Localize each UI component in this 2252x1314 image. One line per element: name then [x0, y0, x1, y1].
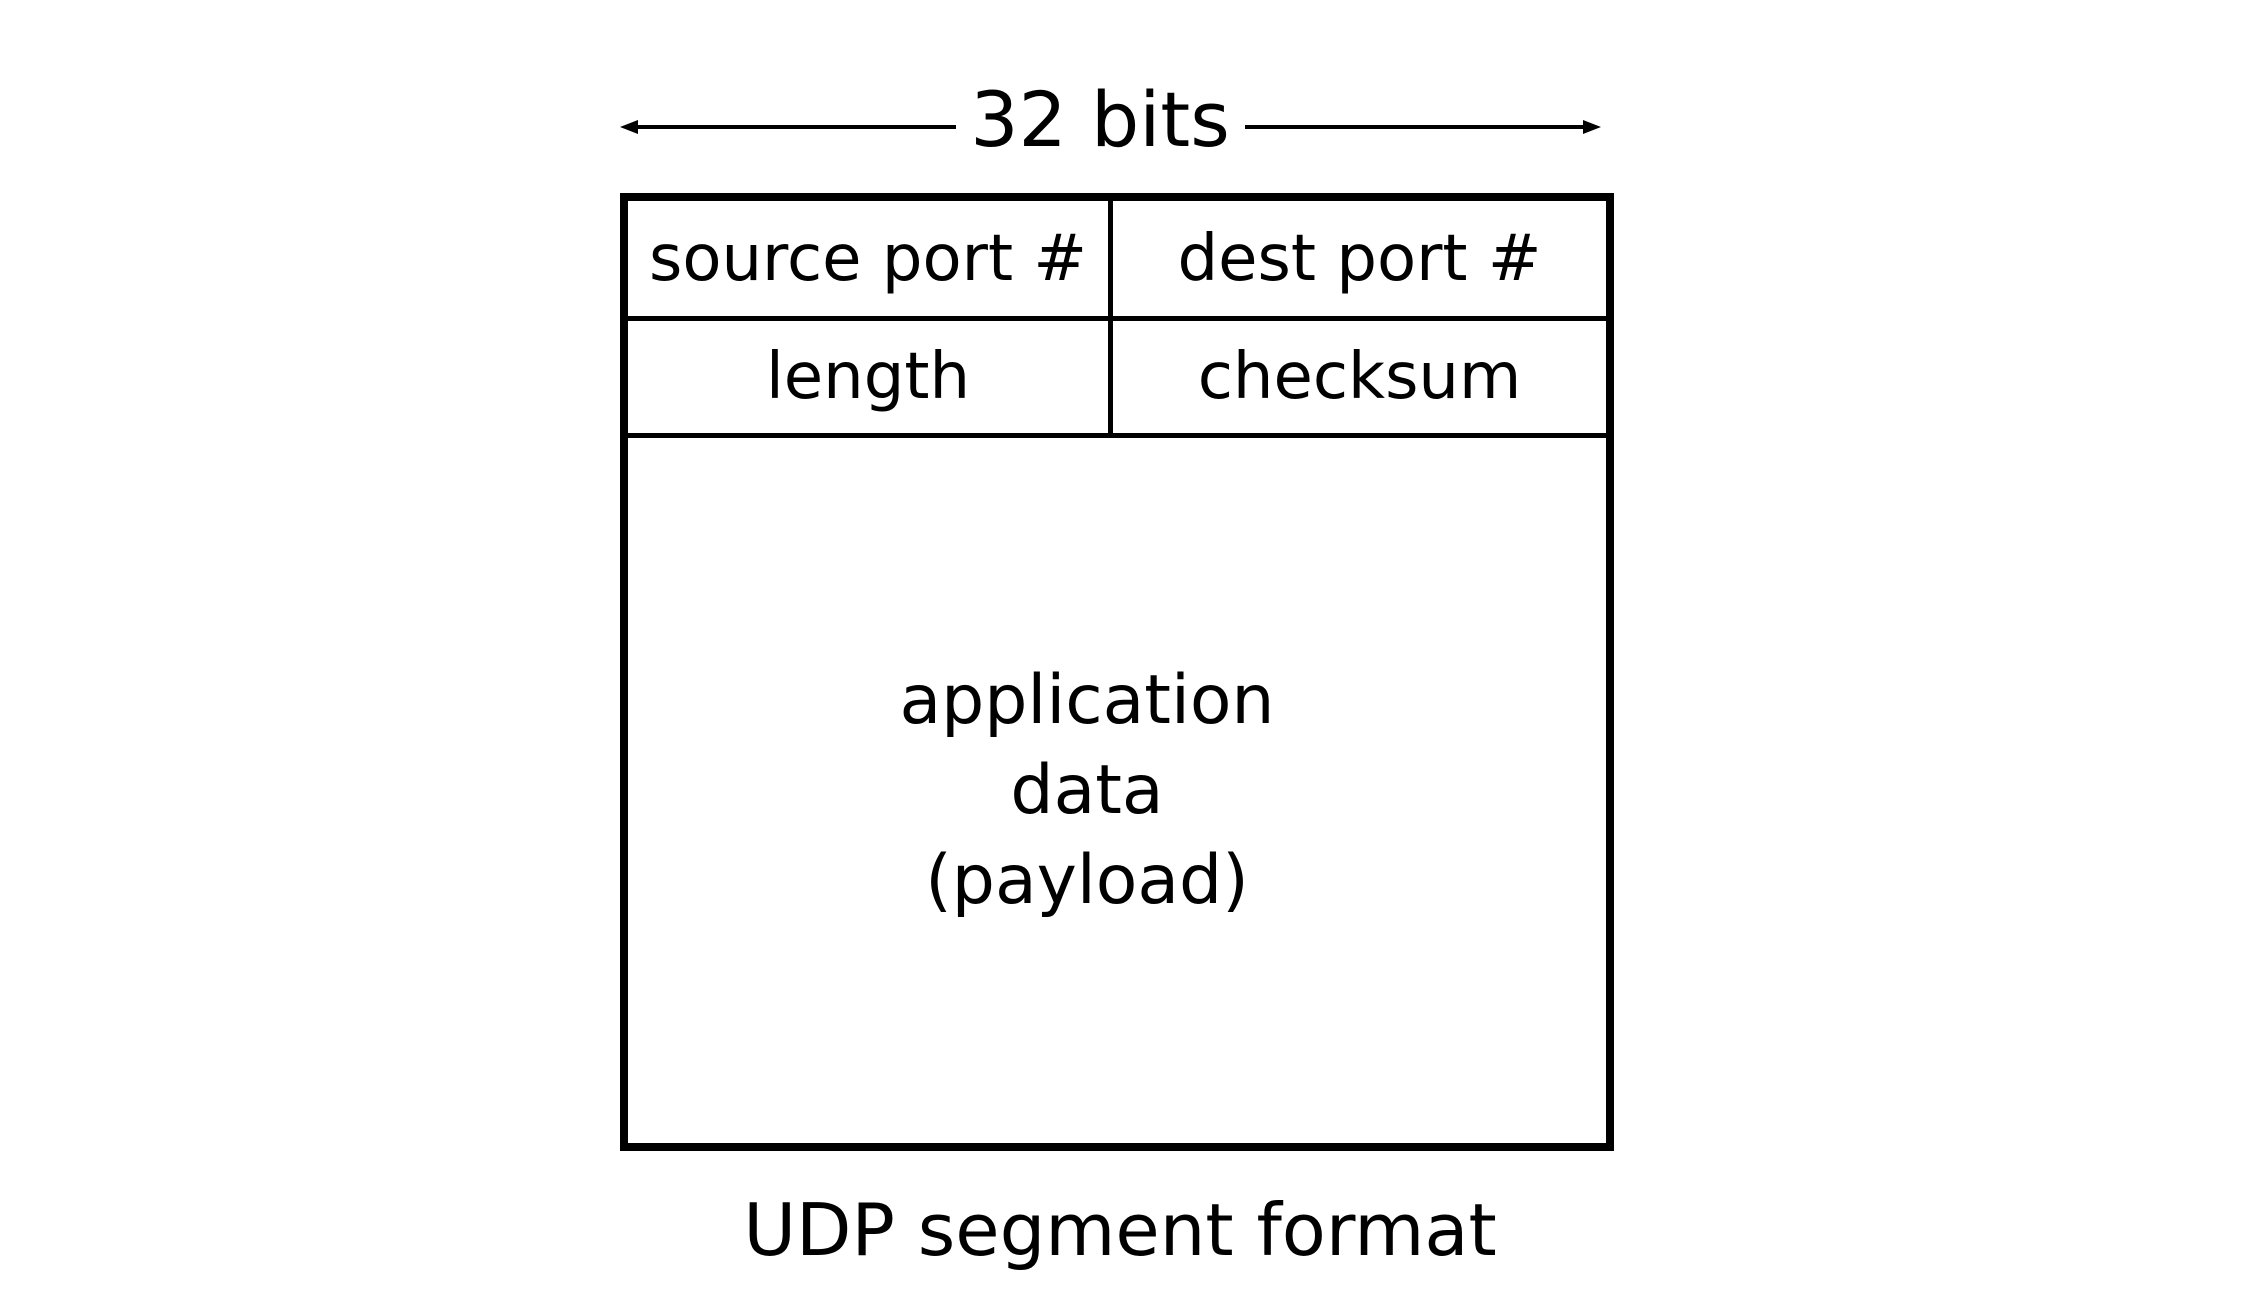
bit-width-label: 32 bits: [970, 75, 1230, 164]
header-row-length-checksum: length checksum: [628, 321, 1606, 438]
payload-line-payload: (payload): [925, 840, 1249, 920]
dest-port-field: dest port #: [1177, 221, 1542, 296]
payload-area: application data (payload): [628, 438, 1606, 1143]
checksum-field: checksum: [1197, 340, 1522, 414]
diagram-caption: UDP segment format: [743, 1188, 1497, 1272]
udp-segment-box: source port # dest port # length checksu…: [620, 193, 1614, 1151]
width-arrow-left: [620, 120, 956, 134]
header-row-ports: source port # dest port #: [628, 201, 1606, 321]
width-arrow-right: [1245, 120, 1601, 134]
source-port-field: source port #: [628, 201, 1113, 316]
payload-line-application: application: [899, 660, 1275, 740]
payload-line-data: data: [1010, 750, 1164, 830]
length-field: length: [628, 321, 1113, 433]
